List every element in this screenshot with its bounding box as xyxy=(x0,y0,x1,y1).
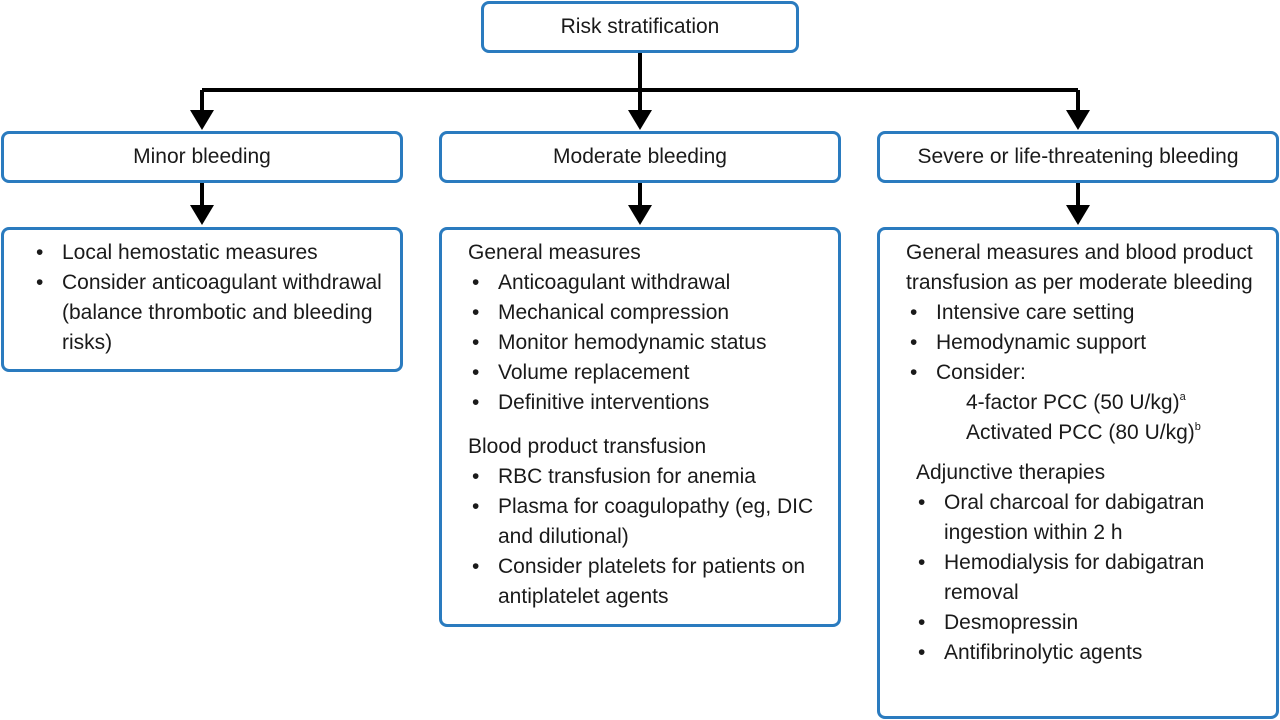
list-item: Definitive interventions xyxy=(468,388,824,418)
moderate-bleeding-details: General measures Anticoagulant withdrawa… xyxy=(439,227,841,627)
list-item: RBC transfusion for anemia xyxy=(468,462,824,492)
severe-bleeding-title: Severe or life-threatening bleeding xyxy=(917,145,1239,168)
pcc-option-4-factor: 4-factor PCC (50 U/kg)a xyxy=(966,391,1186,414)
list-item: Volume replacement xyxy=(468,358,824,388)
adjunctive-therapies-list: Oral charcoal for dabigatran ingestion w… xyxy=(906,488,1262,668)
list-item: Desmopressin xyxy=(914,608,1262,638)
minor-measures-list: Local hemostatic measures Consider antic… xyxy=(32,238,386,358)
arrow-to-minor xyxy=(190,90,214,130)
blood-product-heading: Blood product transfusion xyxy=(468,435,707,458)
minor-bleeding-title: Minor bleeding xyxy=(133,145,271,168)
severe-bleeding-details: General measures and blood product trans… xyxy=(877,227,1279,719)
pcc-option-activated: Activated PCC (80 U/kg)b xyxy=(966,421,1201,444)
general-measures-list: Anticoagulant withdrawal Mechanical comp… xyxy=(468,268,824,418)
list-item: Anticoagulant withdrawal xyxy=(468,268,824,298)
severe-bleeding-box: Severe or life-threatening bleeding xyxy=(877,131,1279,183)
footnote-marker: a xyxy=(1179,391,1186,403)
severe-measures-list: Intensive care setting Hemodynamic suppo… xyxy=(906,298,1262,388)
list-item: Consider: xyxy=(906,358,1262,388)
list-item: Consider anticoagulant withdrawal (balan… xyxy=(32,268,386,358)
list-item: Intensive care setting xyxy=(906,298,1262,328)
arrow-moderate-details xyxy=(628,183,652,225)
minor-bleeding-details: Local hemostatic measures Consider antic… xyxy=(1,227,403,372)
adjunctive-therapies-heading: Adjunctive therapies xyxy=(916,461,1106,484)
list-item: Oral charcoal for dabigatran ingestion w… xyxy=(914,488,1262,548)
list-item: Antifibrinolytic agents xyxy=(914,638,1262,668)
footnote-marker: b xyxy=(1194,421,1201,433)
list-item: Hemodialysis for dabigatran removal xyxy=(914,548,1262,608)
list-item: Mechanical compression xyxy=(468,298,824,328)
moderate-bleeding-box: Moderate bleeding xyxy=(439,131,841,183)
list-item: Monitor hemodynamic status xyxy=(468,328,824,358)
arrow-minor-details xyxy=(190,183,214,225)
list-item: Plasma for coagulopathy (eg, DIC and dil… xyxy=(468,492,824,552)
arrow-severe-details xyxy=(1066,183,1090,225)
risk-stratification-label: Risk stratification xyxy=(560,15,720,38)
arrow-to-severe xyxy=(1066,90,1090,130)
severe-intro: General measures and blood product trans… xyxy=(906,241,1253,294)
arrow-to-moderate xyxy=(628,90,652,130)
blood-product-list: RBC transfusion for anemia Plasma for co… xyxy=(468,462,824,612)
general-measures-heading: General measures xyxy=(468,241,641,264)
moderate-bleeding-title: Moderate bleeding xyxy=(553,145,727,168)
list-item: Local hemostatic measures xyxy=(32,238,386,268)
list-item: Hemodynamic support xyxy=(906,328,1262,358)
risk-stratification-box: Risk stratification xyxy=(481,1,799,53)
minor-bleeding-box: Minor bleeding xyxy=(1,131,403,183)
list-item: Consider platelets for patients on antip… xyxy=(468,552,824,612)
